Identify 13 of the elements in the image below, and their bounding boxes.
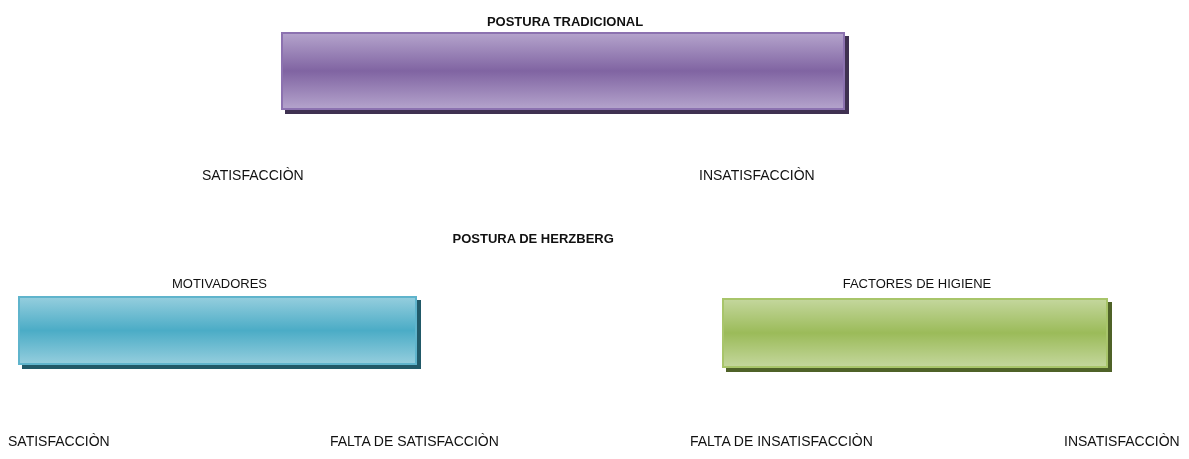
scale-end-label: SATISFACCIÒN: [202, 167, 304, 183]
scale-end-label: SATISFACCIÒN: [8, 433, 110, 449]
bar-heading: MOTIVADORES: [170, 276, 269, 291]
scale-end-label: FALTA DE SATISFACCIÒN: [330, 433, 499, 449]
bar: [722, 276, 1112, 374]
bar-heading: POSTURA TRADICIONAL: [485, 14, 645, 29]
section-heading: POSTURA DE HERZBERG: [452, 231, 614, 246]
bar: [18, 276, 421, 371]
bar: [281, 14, 849, 116]
bar-heading: FACTORES DE HIGIENE: [841, 276, 993, 291]
scale-end-label: INSATISFACCIÒN: [699, 167, 815, 183]
scale-end-label: FALTA DE INSATISFACCIÒN: [690, 433, 873, 449]
scale-end-label: INSATISFACCIÒN: [1064, 433, 1180, 449]
